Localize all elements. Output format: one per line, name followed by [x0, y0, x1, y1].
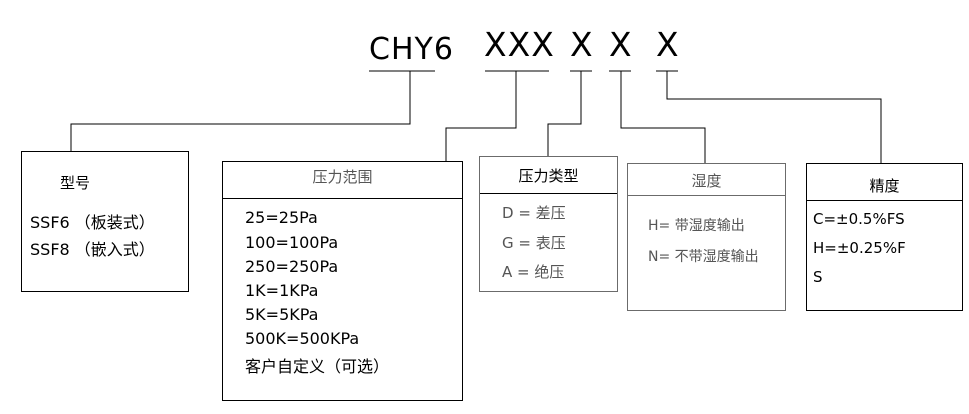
model-option: SSF8 （嵌入式） — [30, 240, 155, 259]
code-seg4: X — [656, 25, 680, 64]
connector-range — [445, 71, 517, 161]
connector-humidity — [620, 71, 706, 163]
accuracy-title: 精度 — [869, 177, 900, 195]
range-title: 压力范围 — [312, 168, 373, 186]
code-seg3: X — [609, 25, 633, 64]
model-title: 型号 — [60, 174, 91, 192]
ptype-box: 压力类型 D = 差压 G = 表压 A = 绝压 — [479, 156, 618, 292]
model-option: SSF6 （板装式） — [30, 213, 155, 232]
humidity-box: 湿度 H= 带湿度输出 N= 不带湿度输出 — [627, 163, 786, 311]
humidity-option: N= 不带湿度输出 — [648, 249, 759, 265]
range-option: 25=25Pa — [245, 208, 318, 227]
code-prefix: CHY6 — [369, 32, 454, 67]
range-box: 压力范围 25=25Pa 100=100Pa 250=250Pa 1K=1KPa… — [222, 161, 463, 401]
model-box: 型号 SSF6 （板装式） SSF8 （嵌入式） — [21, 151, 189, 292]
code-seg2: X — [570, 25, 594, 64]
range-option: 500K=500KPa — [245, 329, 360, 348]
humidity-divider — [628, 195, 785, 196]
accuracy-option: C=±0.5%FS — [813, 210, 905, 228]
humidity-title: 湿度 — [691, 172, 722, 190]
accuracy-box: 精度 C=±0.5%FS H=±0.25%F S — [806, 163, 963, 311]
accuracy-option: H=±0.25%F — [813, 239, 906, 257]
connector-ptype — [547, 71, 582, 156]
ptype-divider — [480, 193, 617, 194]
code-seg1: XXX — [484, 25, 555, 64]
ptype-option: A = 绝压 — [502, 263, 565, 281]
range-divider — [223, 198, 462, 199]
connector-model — [70, 71, 411, 151]
range-option: 250=250Pa — [245, 257, 339, 276]
range-option: 客户自定义（可选） — [245, 357, 390, 376]
connector-accuracy — [666, 71, 882, 163]
accuracy-option: S — [813, 268, 823, 286]
range-option: 100=100Pa — [245, 233, 339, 252]
humidity-option: H= 带湿度输出 — [648, 218, 745, 234]
ptype-option: D = 差压 — [502, 204, 566, 222]
accuracy-divider — [807, 200, 962, 201]
range-option: 5K=5KPa — [245, 305, 319, 324]
ptype-title: 压力类型 — [518, 167, 579, 185]
range-option: 1K=1KPa — [245, 281, 319, 300]
ptype-option: G = 表压 — [502, 234, 566, 252]
